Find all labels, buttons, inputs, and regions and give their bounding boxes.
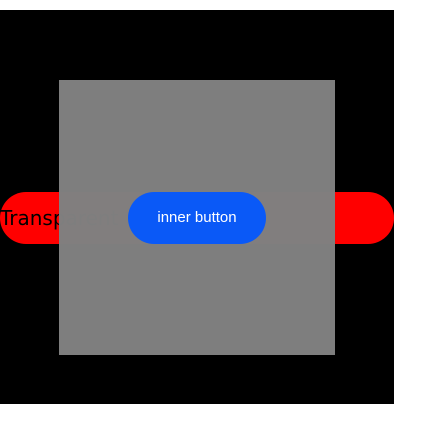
inner-button[interactable]: inner button [128, 192, 266, 244]
stage-background: Transparent inner button [0, 10, 394, 404]
